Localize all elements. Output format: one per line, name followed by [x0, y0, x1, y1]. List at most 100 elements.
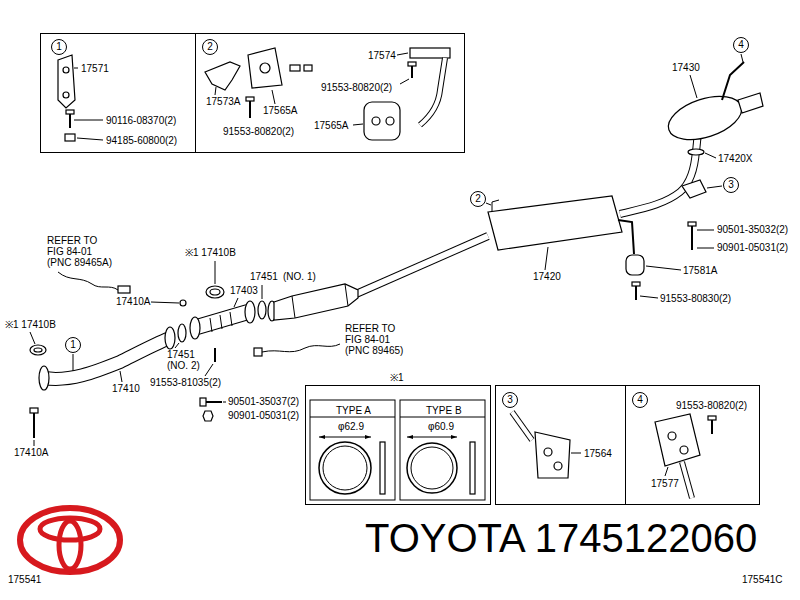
hanger-sketch	[512, 412, 532, 440]
flex-pipe	[200, 398, 206, 406]
bracket-sketch	[63, 67, 69, 73]
part-number: 91553-80820(2)	[676, 401, 747, 411]
front-pipe	[39, 366, 49, 390]
front-pipe	[30, 408, 38, 413]
hanger-sketch	[215, 87, 216, 95]
part-number: 91553-80820(2)	[321, 83, 392, 93]
hanger-sketch	[571, 453, 581, 454]
hanger-sketch	[386, 117, 394, 125]
hanger-sketch	[205, 62, 240, 90]
part-number: 17565A	[314, 121, 348, 131]
hanger-sketch	[408, 62, 416, 66]
flex-pipe	[206, 286, 224, 298]
part-number: 17564	[584, 449, 612, 459]
part-label: 17410A	[14, 448, 48, 458]
part-label: ※1 17410B	[5, 320, 56, 330]
catalytic-converter	[292, 284, 348, 318]
inset-panel: 3 17564	[495, 385, 626, 505]
leader-line	[707, 186, 722, 188]
leader-line	[646, 266, 681, 270]
center-muffler	[486, 203, 491, 205]
flex-pipe	[190, 317, 200, 339]
gasket-type-table	[319, 435, 325, 439]
part-number: TYPE B	[426, 406, 462, 416]
bracket-sketch	[74, 120, 103, 121]
gasket-type-table	[470, 442, 475, 494]
hanger-sketch	[711, 420, 713, 434]
leader-line	[120, 371, 122, 382]
gasket-type-table	[411, 447, 453, 489]
part-label: 17451	[250, 272, 278, 282]
center-muffler	[635, 286, 637, 300]
gasket-type-table	[380, 442, 385, 494]
catalytic-converter	[356, 236, 488, 294]
leader-line	[640, 296, 658, 298]
flex-pipe	[203, 411, 213, 421]
leader-line	[215, 261, 216, 284]
flex-pipe	[197, 312, 248, 327]
catalytic-converter	[258, 301, 266, 319]
bracket-sketch	[74, 68, 78, 69]
hanger-sketch	[260, 63, 270, 73]
hanger-sketch	[411, 66, 413, 78]
catalytic-converter	[258, 236, 488, 321]
hanger-sketch	[682, 462, 692, 498]
gasket-type-table	[400, 417, 485, 418]
center-muffler	[486, 150, 706, 300]
gasket-type-table	[365, 435, 371, 439]
flex-pipe	[197, 312, 248, 327]
part-label: 175541C	[742, 575, 783, 585]
tail-muffler	[663, 88, 747, 148]
front-pipe	[178, 324, 186, 342]
inset-panel: 11757190116-08370(2)94185-60800(2)	[40, 33, 196, 153]
tail-muffler	[738, 93, 763, 113]
hanger-sketch	[535, 432, 570, 478]
callout-number: 3	[502, 392, 518, 408]
hanger-sketch	[655, 414, 700, 466]
gasket-type-table	[310, 400, 395, 500]
gasket-type-table	[319, 437, 371, 438]
leader-line	[223, 402, 226, 403]
bracket-sketch	[69, 114, 71, 128]
leader-line	[205, 364, 213, 376]
part-label: (NO. 1)	[283, 272, 316, 282]
center-muffler	[682, 180, 706, 198]
hanger-sketch	[249, 101, 251, 118]
leader-line	[262, 285, 263, 299]
leader-line	[175, 343, 179, 348]
callout-number: 3	[723, 177, 739, 193]
bracket-sketch	[58, 55, 75, 108]
leader-line	[741, 54, 743, 62]
hanger-sketch	[397, 53, 408, 55]
hanger-sketch	[682, 462, 692, 498]
part-label: (PNC 89465A)	[47, 258, 112, 268]
leader-line	[34, 440, 35, 446]
hanger-sketch	[420, 58, 445, 125]
hanger-sketch	[410, 48, 450, 58]
part-label: 17451	[167, 350, 195, 360]
hanger-sketch	[290, 65, 300, 71]
flex-pipe	[206, 401, 222, 403]
gasket-type-table	[310, 400, 485, 500]
gasket-type-table	[407, 435, 413, 439]
part-label: (PNC 89465)	[345, 346, 403, 356]
gasket-type-table	[407, 443, 457, 493]
part-number: 17565A	[263, 106, 297, 116]
hanger-sketch	[372, 117, 380, 125]
callout-number: 1	[65, 337, 81, 353]
part-label: 17420	[533, 272, 561, 282]
callout-number: 4	[733, 37, 749, 53]
center-muffler	[632, 282, 640, 286]
hanger-sketch	[512, 412, 581, 478]
part-label: 90901-05031(2)	[228, 411, 299, 421]
part-label: 17430	[672, 63, 700, 73]
bracket-sketch	[66, 110, 74, 114]
leader-line	[234, 298, 238, 307]
part-number: ※1	[390, 373, 404, 383]
bracket-sketch	[63, 92, 69, 98]
inset-panel: ※1TYPE Aφ62.9TYPE Bφ60.9	[305, 385, 491, 505]
hanger-sketch	[668, 432, 676, 440]
oxygen-sensor	[262, 344, 340, 352]
hanger-sketch	[544, 448, 552, 456]
catalytic-converter	[274, 284, 358, 320]
